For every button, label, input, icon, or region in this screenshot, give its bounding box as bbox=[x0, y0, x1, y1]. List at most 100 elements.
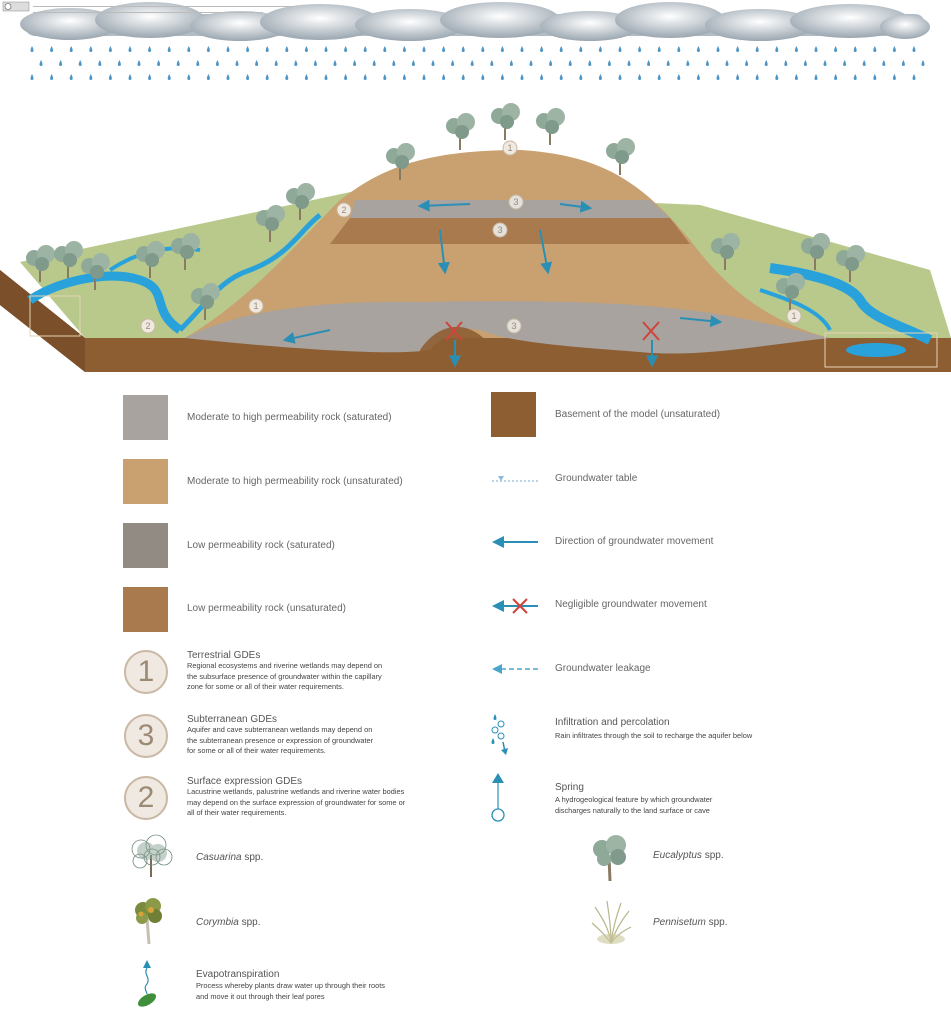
negligible-movement-icon bbox=[492, 598, 538, 614]
rain-drop bbox=[736, 74, 740, 80]
subterranean-gde-desc: Aquifer and cave subterranean wetlands m… bbox=[187, 725, 374, 756]
surface-gde-desc: Lacustrine wetlands, palustrine wetlands… bbox=[187, 787, 406, 818]
rain-drop bbox=[176, 60, 180, 66]
rain-drop bbox=[137, 60, 141, 66]
badge-1-hilltop: 1 bbox=[507, 143, 512, 153]
rain-drop bbox=[540, 74, 544, 80]
rain-drop bbox=[383, 46, 387, 52]
rain-drop bbox=[579, 74, 583, 80]
rain-drop bbox=[294, 60, 298, 66]
tree bbox=[491, 103, 520, 140]
rain-drop bbox=[353, 60, 357, 66]
rain-drop bbox=[775, 74, 779, 80]
legend-label-leakage: Groundwater leakage bbox=[555, 663, 651, 674]
swatch-high-perm-unsaturated bbox=[123, 459, 168, 504]
infiltration-title: Infiltration and percolation bbox=[555, 717, 670, 728]
tree bbox=[536, 108, 565, 145]
rain-drop bbox=[226, 46, 230, 52]
credit-text bbox=[33, 2, 353, 13]
swatch-low-perm-unsaturated bbox=[123, 587, 168, 632]
rain-drop bbox=[59, 60, 63, 66]
rain-drop bbox=[442, 46, 446, 52]
tree bbox=[606, 138, 635, 175]
rain-drop bbox=[313, 60, 317, 66]
rain-drop bbox=[148, 74, 152, 80]
pennisetum-label: Pennisetum spp. bbox=[653, 917, 728, 928]
rain-drop bbox=[853, 46, 857, 52]
legend-label-high-perm-unsaturated: Moderate to high permeability rock (unsa… bbox=[187, 476, 403, 487]
rain-drop bbox=[657, 74, 661, 80]
rain-drop bbox=[873, 74, 877, 80]
rain-drop bbox=[843, 60, 847, 66]
rain-drop bbox=[500, 46, 504, 52]
rain-drop bbox=[588, 60, 592, 66]
rain-drop bbox=[638, 74, 642, 80]
surface-gde-badge: 2 bbox=[124, 776, 168, 820]
rain-drop bbox=[461, 46, 465, 52]
rain-drop bbox=[696, 46, 700, 52]
rain-drop bbox=[549, 60, 553, 66]
rain-drop bbox=[363, 74, 367, 80]
rain-drop bbox=[128, 74, 132, 80]
rain-drop bbox=[755, 46, 759, 52]
rain-drop bbox=[285, 46, 289, 52]
direction-arrow-icon bbox=[492, 536, 538, 548]
rain-drop bbox=[873, 46, 877, 52]
rain-drop bbox=[206, 74, 210, 80]
rain-drop bbox=[520, 46, 524, 52]
tree bbox=[26, 245, 55, 282]
tree bbox=[81, 253, 110, 290]
rain-drop bbox=[921, 60, 925, 66]
swatch-basement bbox=[491, 392, 536, 437]
subterranean-gde-title: Subterranean GDEs bbox=[187, 714, 278, 725]
badge-2-river: 2 bbox=[145, 321, 150, 331]
rain-drop bbox=[764, 60, 768, 66]
tree bbox=[171, 233, 200, 270]
rain-drop bbox=[627, 60, 631, 66]
rain-drop bbox=[794, 74, 798, 80]
casuarina-tree-icon bbox=[131, 834, 173, 877]
rain-drop bbox=[89, 74, 93, 80]
rain-drop bbox=[402, 46, 406, 52]
rain-drop bbox=[677, 74, 681, 80]
tree bbox=[801, 233, 830, 270]
rain-drop bbox=[402, 74, 406, 80]
evapotranspiration-desc: Process whereby plants draw water up thr… bbox=[196, 981, 385, 1001]
infiltration-desc: Rain infiltrates through the soil to rec… bbox=[555, 731, 753, 740]
rain-drop bbox=[618, 46, 622, 52]
rain-drop bbox=[540, 46, 544, 52]
rain-drop bbox=[696, 74, 700, 80]
rain-drop bbox=[344, 74, 348, 80]
rain-drop bbox=[638, 46, 642, 52]
tree bbox=[54, 241, 83, 278]
rain-drop bbox=[647, 60, 651, 66]
rain-drop bbox=[500, 74, 504, 80]
rain-drop bbox=[470, 60, 474, 66]
spring-desc: A hydrogeological feature by which groun… bbox=[555, 795, 713, 815]
rain-drop bbox=[246, 46, 250, 52]
rain-drop bbox=[324, 46, 328, 52]
rain-drop bbox=[823, 60, 827, 66]
rain-drop bbox=[157, 60, 161, 66]
rain-drop bbox=[736, 46, 740, 52]
pennisetum-grass-icon bbox=[591, 900, 632, 944]
tree bbox=[446, 113, 475, 150]
legend-label-low-perm-unsaturated: Low permeability rock (unsaturated) bbox=[187, 603, 346, 614]
rain-drop bbox=[30, 74, 34, 80]
tree bbox=[776, 273, 805, 310]
rain-drop bbox=[274, 60, 278, 66]
rain-drop bbox=[148, 46, 152, 52]
diagram-badges: 1 1 1 2 2 3 3 3 bbox=[140, 140, 802, 334]
rain-drop bbox=[50, 46, 54, 52]
rain-drop bbox=[666, 60, 670, 66]
evapotranspiration-icon bbox=[137, 960, 157, 1007]
rain-drop bbox=[78, 60, 82, 66]
legend-label-negligible: Negligible groundwater movement bbox=[555, 599, 707, 610]
badge-2-stream: 2 bbox=[341, 205, 346, 215]
rain-drop bbox=[187, 46, 191, 52]
evapotranspiration-title: Evapotranspiration bbox=[196, 969, 280, 980]
badge-3-middle: 3 bbox=[497, 225, 502, 235]
rain-drop bbox=[235, 60, 239, 66]
rain-drop bbox=[187, 74, 191, 80]
rain-drop bbox=[853, 74, 857, 80]
